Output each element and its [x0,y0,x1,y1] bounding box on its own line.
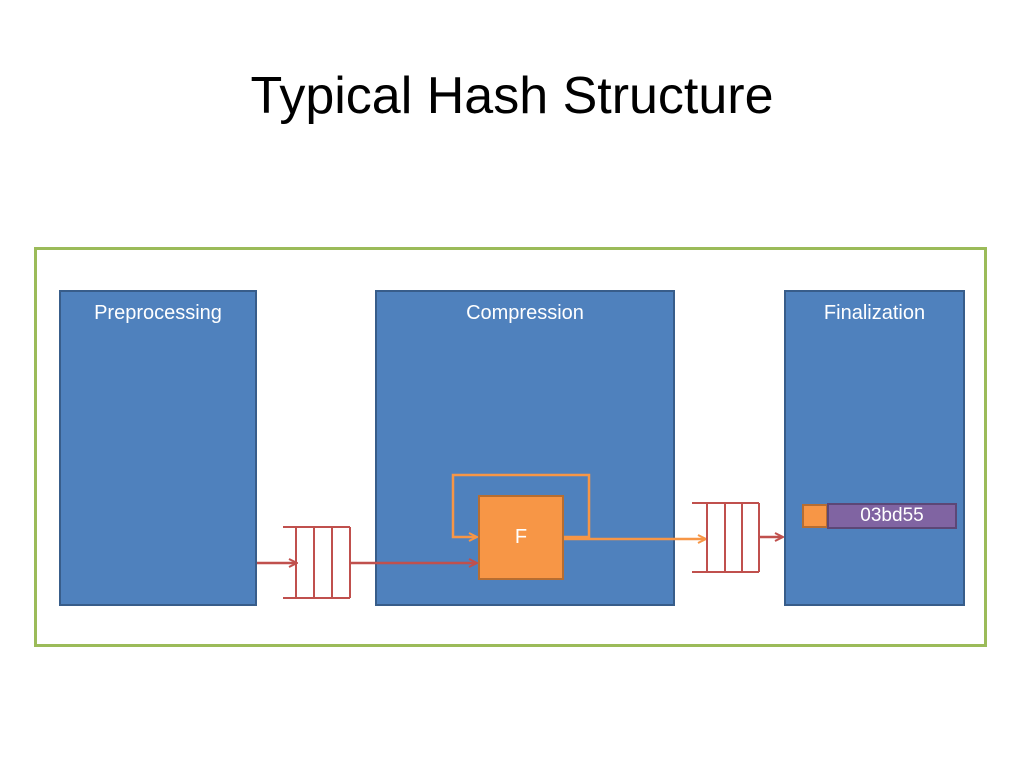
output-block-queue [692,502,760,573]
hash-output-value: 03bd55 [827,503,957,529]
finalization-stage: Finalization [784,290,965,606]
preprocessing-label: Preprocessing [94,302,222,324]
compression-label: Compression [466,302,584,324]
diagram-frame [34,247,987,647]
preprocessing-stage: Preprocessing [59,290,257,606]
slide-title: Typical Hash Structure [250,67,774,125]
finalization-label: Finalization [823,302,926,324]
feedback-loop-arrow [451,473,591,537]
output-swatch [802,504,828,528]
compression-function-box: F [478,495,564,580]
